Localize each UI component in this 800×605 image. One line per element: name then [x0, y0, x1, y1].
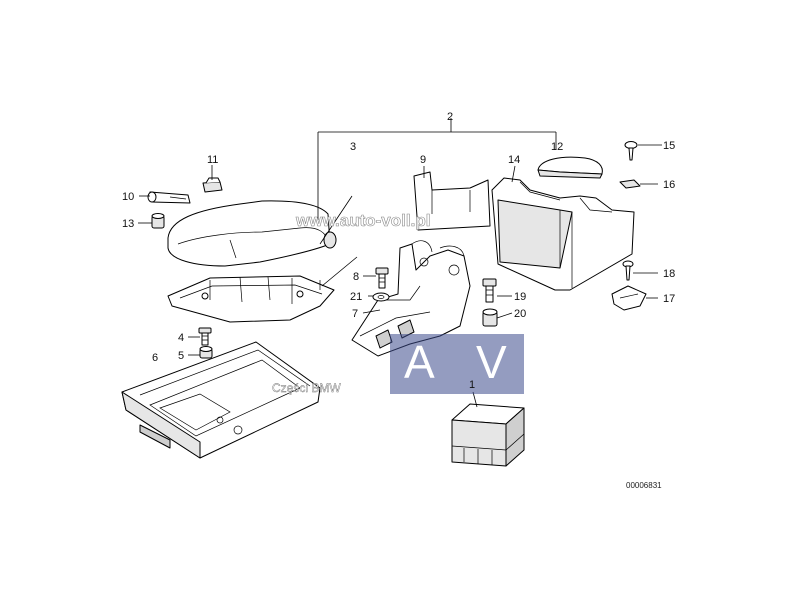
part-4-screw — [198, 327, 212, 346]
callout-10: 10 — [122, 191, 134, 203]
part-17-bracket-clip — [611, 285, 647, 311]
callout-19: 19 — [514, 291, 526, 303]
callout-21: 21 — [350, 291, 362, 303]
callout-5: 5 — [178, 350, 184, 362]
callout-15: 15 — [663, 140, 675, 152]
callout-9: 9 — [420, 154, 426, 166]
callout-12: 12 — [551, 141, 563, 153]
part-9-bracket — [413, 171, 491, 231]
part-16-clip-nut — [619, 179, 641, 189]
part-8-bolt — [375, 267, 389, 289]
watermark-letter-a: A — [404, 336, 435, 388]
drawing-id: 00006831 — [626, 481, 662, 490]
callout-6: 6 — [152, 352, 158, 364]
callout-1: 1 — [469, 379, 475, 391]
part-18-screw — [622, 260, 634, 281]
callout-14: 14 — [508, 154, 520, 166]
part-6-storage-box — [121, 341, 321, 459]
callout-13: 13 — [122, 218, 134, 230]
part-7-central-bracket — [351, 240, 471, 357]
watermark-url: www.auto-voll.pl — [295, 211, 430, 230]
part-20-sleeve — [482, 308, 498, 327]
part-13-bushing — [151, 213, 165, 229]
callout-16: 16 — [663, 179, 675, 191]
callout-3: 3 — [350, 141, 356, 153]
callout-labels: 1 2 3 4 5 6 7 8 9 10 11 12 13 14 15 16 1… — [122, 111, 675, 391]
callout-17: 17 — [663, 293, 675, 305]
callout-20: 20 — [514, 308, 526, 320]
callout-7: 7 — [352, 308, 358, 320]
part-3-armrest-cover — [167, 200, 337, 267]
watermark-letter-v: V — [476, 336, 507, 388]
part-5-nut — [199, 346, 213, 359]
part-14-cover-panel — [491, 177, 635, 291]
callout-18: 18 — [663, 268, 675, 280]
watermark-logo: A V Części BMW — [272, 334, 524, 395]
callout-11: 11 — [207, 154, 218, 166]
leader-lines — [138, 118, 662, 408]
armrest-base-tray — [167, 275, 335, 323]
part-1-battery-box — [451, 403, 525, 467]
part-12-cap — [537, 156, 603, 179]
part-21-washer — [372, 292, 390, 302]
callout-4: 4 — [178, 332, 184, 344]
callout-2: 2 — [447, 111, 453, 123]
part-11-clip — [202, 177, 223, 193]
part-10-pin — [147, 191, 191, 204]
watermark-logo-block-a — [390, 334, 460, 394]
part-19-bolt — [482, 278, 497, 303]
watermark-logo-block-v — [460, 334, 524, 394]
part-15-screw — [624, 141, 638, 161]
watermark-subtitle: Części BMW — [272, 381, 341, 395]
callout-8: 8 — [353, 271, 359, 283]
